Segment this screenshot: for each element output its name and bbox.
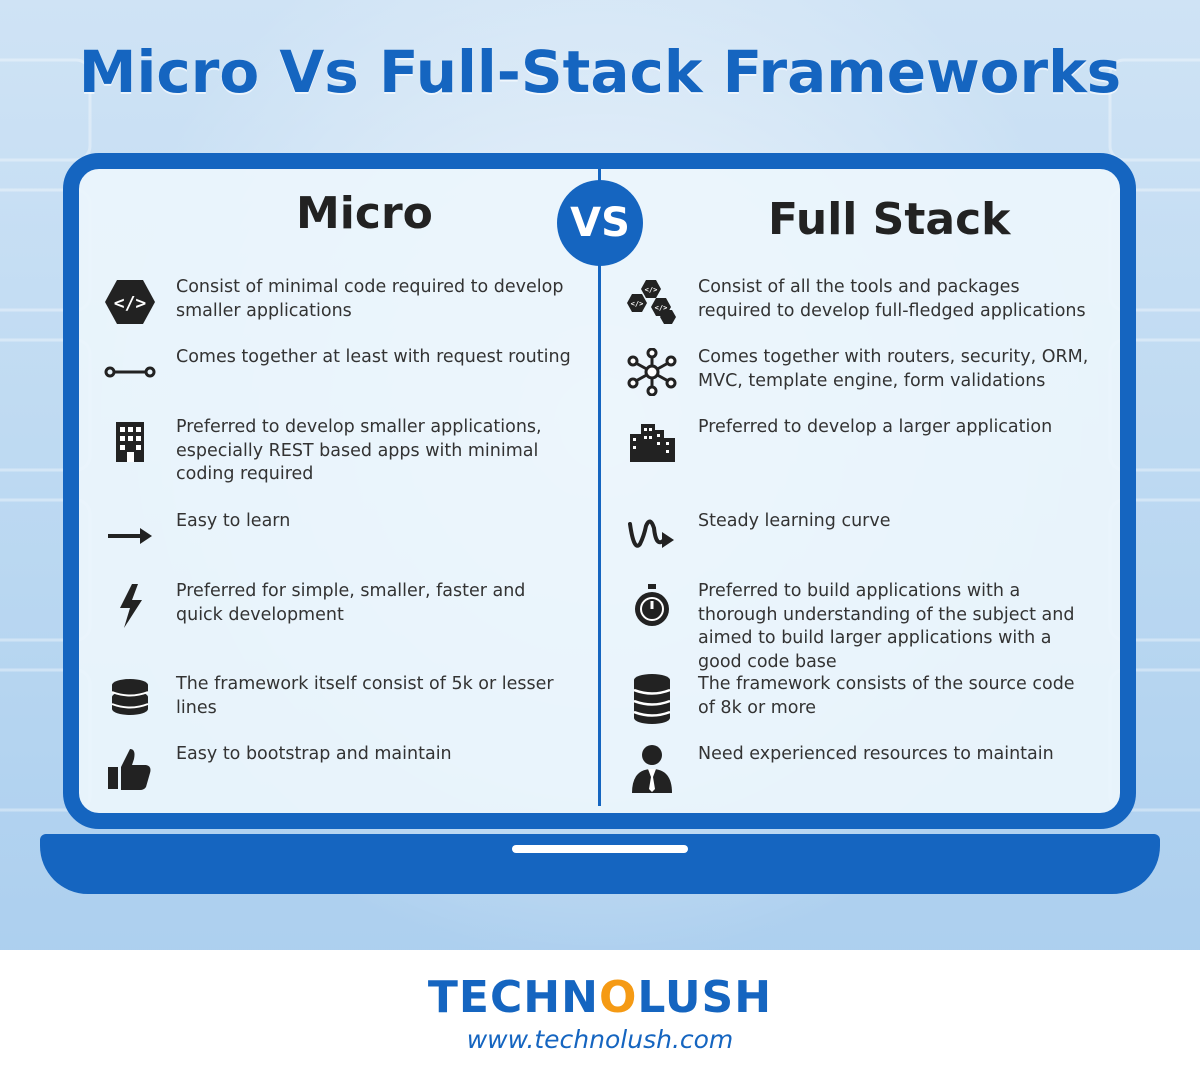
database-icon bbox=[104, 673, 156, 725]
micro-item-text: Comes together at least with request rou… bbox=[176, 347, 571, 367]
micro-item: The framework itself consist of 5k or le… bbox=[104, 673, 574, 725]
fullstack-item: Steady learning curve bbox=[626, 510, 1096, 562]
laptop-base-slot bbox=[512, 845, 688, 853]
fullstack-item-text: Comes together with routers, security, O… bbox=[698, 347, 1089, 391]
svg-text:</>: </> bbox=[655, 304, 668, 312]
brand-url[interactable]: www.technolush.com bbox=[466, 1025, 734, 1054]
micro-item: Comes together at least with request rou… bbox=[104, 346, 574, 398]
database-large-icon bbox=[626, 673, 678, 725]
code-hexagons-cluster-icon: </></></> bbox=[626, 276, 678, 328]
micro-item: Preferred for simple, smaller, faster an… bbox=[104, 580, 574, 632]
fullstack-item: Need experienced resources to maintain bbox=[626, 743, 1096, 795]
thumbs-up-icon bbox=[104, 743, 156, 795]
fullstack-item-text: Preferred to build applications with a t… bbox=[698, 581, 1075, 672]
svg-text:</>: </> bbox=[114, 293, 147, 314]
network-hub-icon bbox=[626, 346, 678, 398]
fullstack-item-text: Steady learning curve bbox=[698, 511, 891, 531]
fullstack-item: Preferred to build applications with a t… bbox=[626, 580, 1096, 674]
brand-name-part2: LUSH bbox=[637, 972, 773, 1023]
brand-name-part1: TECHN bbox=[427, 972, 599, 1023]
fullstack-item: The framework consists of the source cod… bbox=[626, 673, 1096, 725]
businessman-icon bbox=[626, 743, 678, 795]
micro-item-text: Preferred to develop smaller application… bbox=[176, 417, 542, 484]
svg-text:</>: </> bbox=[631, 300, 644, 308]
brand-logo: TECHNOLUSH bbox=[0, 972, 1200, 1023]
fullstack-item: Preferred to develop a larger applicatio… bbox=[626, 416, 1096, 468]
fullstack-item-text: The framework consists of the source cod… bbox=[698, 674, 1075, 718]
code-hexagon-icon: </> bbox=[104, 276, 156, 328]
lightning-bolt-icon bbox=[104, 580, 156, 632]
city-buildings-icon bbox=[626, 416, 678, 468]
fullstack-item-text: Need experienced resources to maintain bbox=[698, 744, 1054, 764]
svg-text:</>: </> bbox=[645, 286, 658, 294]
curvy-arrow-icon bbox=[626, 510, 678, 562]
micro-heading: Micro bbox=[296, 188, 433, 239]
fullstack-item: Comes together with routers, security, O… bbox=[626, 346, 1096, 398]
micro-item: Preferred to develop smaller application… bbox=[104, 416, 574, 487]
building-icon bbox=[104, 416, 156, 468]
micro-item: </> Consist of minimal code required to … bbox=[104, 276, 574, 328]
vs-badge: VS bbox=[557, 180, 643, 266]
fullstack-item-text: Consist of all the tools and packages re… bbox=[698, 277, 1086, 321]
fullstack-item-text: Preferred to develop a larger applicatio… bbox=[698, 417, 1053, 437]
page-title: Micro Vs Full-Stack Frameworks bbox=[78, 38, 1122, 106]
micro-item: Easy to learn bbox=[104, 510, 574, 562]
laptop-base bbox=[40, 834, 1160, 894]
arrow-right-icon bbox=[104, 510, 156, 562]
micro-item-text: Easy to bootstrap and maintain bbox=[176, 744, 452, 764]
stopwatch-icon bbox=[626, 580, 678, 632]
fullstack-item: </></></> Consist of all the tools and p… bbox=[626, 276, 1096, 328]
fullstack-heading: Full Stack bbox=[768, 194, 1011, 245]
micro-item-text: Easy to learn bbox=[176, 511, 291, 531]
footer bbox=[0, 950, 1200, 1065]
route-line-icon bbox=[104, 346, 156, 398]
micro-item-text: The framework itself consist of 5k or le… bbox=[176, 674, 554, 718]
micro-item-text: Consist of minimal code required to deve… bbox=[176, 277, 564, 321]
column-divider bbox=[598, 168, 601, 806]
brand-name-o: O bbox=[598, 972, 638, 1023]
micro-item: Easy to bootstrap and maintain bbox=[104, 743, 574, 795]
micro-item-text: Preferred for simple, smaller, faster an… bbox=[176, 581, 526, 625]
